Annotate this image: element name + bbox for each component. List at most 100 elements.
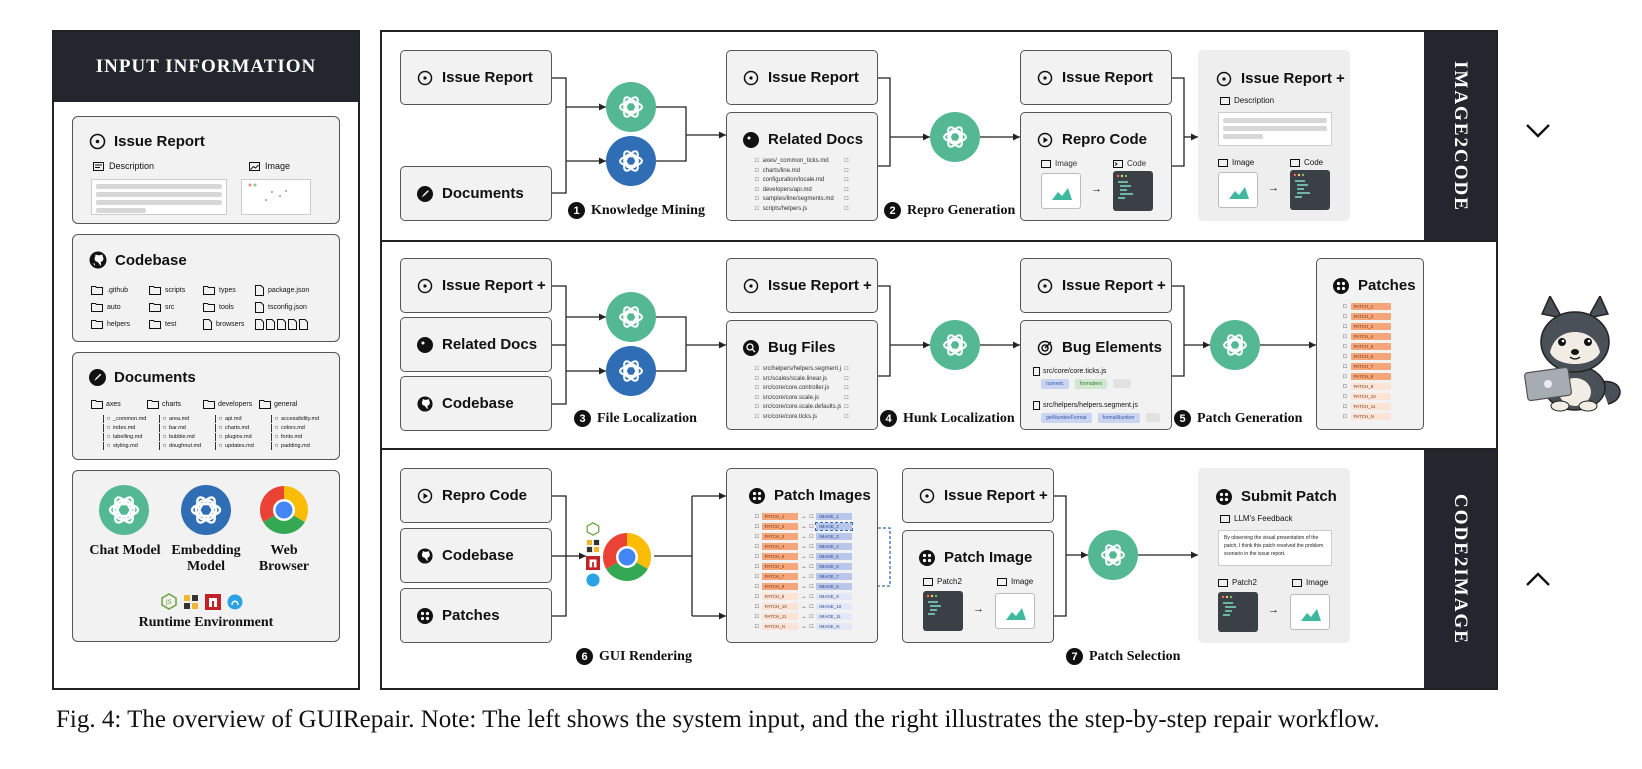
docs-file: □accessibility.md xyxy=(271,415,319,423)
connector-line xyxy=(878,285,891,377)
chat-model-node xyxy=(606,292,656,342)
output-description-thumb xyxy=(1218,112,1332,146)
image-icon xyxy=(997,577,1007,586)
arrow-icon: → xyxy=(973,603,984,615)
output-image-thumb xyxy=(1218,172,1258,208)
connector-arrowhead xyxy=(923,341,930,349)
npm-icon xyxy=(205,593,221,610)
separator-1 xyxy=(382,240,1496,242)
rocket-icon xyxy=(89,369,106,386)
bug-files-list: □src/helpers/helpers.segment.js□□src/sca… xyxy=(755,365,848,423)
patch-image-row: □PATCH_10→□IMAGE_10 xyxy=(755,603,853,610)
related-docs-box: Related Docs □axes/_common_ticks.md□□cha… xyxy=(726,112,878,221)
issue-icon xyxy=(1037,278,1053,293)
docs-file: □charts.md xyxy=(215,424,249,432)
docs-file: □updates.md xyxy=(215,442,254,450)
code2image-sidebar: CODE2IMAGE xyxy=(1424,450,1496,688)
patch-image-row: □PATCH_4→□IMAGE_4 xyxy=(755,543,853,550)
docs-file: □bubble.md xyxy=(159,433,195,441)
chevron-down-icon[interactable] xyxy=(1524,116,1552,147)
chevron-up-icon[interactable] xyxy=(1524,564,1552,595)
patch-row: □PATCH_6 xyxy=(1343,353,1391,360)
docs-file: □labelling.md xyxy=(103,433,142,441)
connector-arrowhead xyxy=(1203,341,1210,349)
input-codebase: Codebase xyxy=(400,528,552,583)
input-issue-report-plus: Issue Report + xyxy=(400,258,552,313)
submit-patch-box: Submit Patch LLM's Feedback By observing… xyxy=(1198,468,1350,643)
play-icon xyxy=(417,488,433,503)
description-thumbnail xyxy=(91,179,227,215)
connector-arrowhead xyxy=(599,367,606,375)
rocket-icon xyxy=(417,185,433,202)
input-information-header: INPUT INFORMATION xyxy=(54,32,358,102)
connector-arrowhead xyxy=(1191,551,1198,559)
input-issue-report: Issue Report xyxy=(400,50,552,105)
element-tag: getNumberFormat xyxy=(1041,413,1092,423)
husky-mascot-icon xyxy=(1520,294,1630,414)
docs-folder: general xyxy=(259,399,297,409)
issue-report-card: Issue Report Description Image xyxy=(72,116,340,224)
embedding-model-label: Embedding Model xyxy=(171,543,241,574)
chrome-browser-icon xyxy=(259,485,309,535)
runtime-environment-label: Runtime Environment xyxy=(138,615,274,630)
patch-images-list: □PATCH_1→□IMAGE_1□PATCH_2→□IMAGE_2□PATCH… xyxy=(755,513,875,637)
hunk-model-node xyxy=(930,320,980,370)
selection-model-node xyxy=(1088,530,1138,580)
docs-file: □padding.md xyxy=(271,442,310,450)
figure-caption: Fig. 4: The overview of GUIRepair. Note:… xyxy=(56,706,1380,733)
docs-file: □index.md xyxy=(103,424,135,432)
patch-row: □PATCH_N xyxy=(1343,413,1391,420)
patch-icon xyxy=(919,549,935,566)
tag-icon xyxy=(743,131,759,148)
patch-icon xyxy=(1333,277,1349,294)
docs-file: □doughnut.md xyxy=(159,442,201,450)
patch-row: □PATCH_8 xyxy=(1343,373,1391,380)
connector-arrowhead xyxy=(1081,551,1088,559)
patch-row: □PATCH_7 xyxy=(1343,363,1391,370)
file-row: □src/core/core.scale.js□ xyxy=(755,394,849,401)
embedding-model-icon xyxy=(181,485,231,535)
code-thumb xyxy=(1113,171,1153,211)
issue-report-title: Issue Report xyxy=(89,133,205,150)
patch-image-row: □PATCH_9→□IMAGE_9 xyxy=(755,593,853,600)
patch-images-box: Patch Images □PATCH_1→□IMAGE_1□PATCH_2→□… xyxy=(726,468,878,643)
input-information-panel: INPUT INFORMATION Issue Report Descripti… xyxy=(52,30,360,690)
codebase-item: auto xyxy=(91,302,121,312)
docs-file: □colors.md xyxy=(271,424,305,432)
docs-folder: axes xyxy=(91,399,121,409)
patches-list: □PATCH_1□PATCH_2□PATCH_3□PATCH_4□PATCH_5… xyxy=(1343,303,1403,427)
file-icon xyxy=(1033,401,1040,410)
issue-icon xyxy=(89,133,106,150)
terminal-icon xyxy=(1218,578,1228,587)
connector-arrowhead xyxy=(1191,133,1198,141)
patches-box: Patches □PATCH_1□PATCH_2□PATCH_3□PATCH_4… xyxy=(1316,258,1424,430)
file-icon xyxy=(1033,367,1040,376)
connector-line xyxy=(1172,285,1185,377)
target-icon xyxy=(1037,340,1053,355)
codebase-item: package.json xyxy=(255,285,309,296)
connector-arrowhead xyxy=(719,131,726,139)
arrow-icon: → xyxy=(1268,182,1279,194)
web-browser-label: Web Browser xyxy=(258,543,310,574)
docs-file: □styling.md xyxy=(103,442,138,450)
svg-text:JS: JS xyxy=(165,599,172,606)
patch-image-row: □PATCH_7→□IMAGE_7 xyxy=(755,573,853,580)
llm-feedback-text: By observing the visual presentation of … xyxy=(1218,530,1332,566)
codebase-item: helpers xyxy=(91,319,130,329)
bug-elements-box: Bug Elements src/core/core.ticks.js nume… xyxy=(1020,320,1172,430)
input-repro-code: Repro Code xyxy=(400,468,552,523)
patch-model-node xyxy=(1210,320,1260,370)
github-icon xyxy=(417,395,433,412)
file-row: □src/core/core.scale.defaults.js□ xyxy=(755,404,849,411)
docs-file: □_common.md xyxy=(103,415,146,423)
file-row: □src/helpers/helpers.segment.js□ xyxy=(755,366,849,372)
patch-image-row: □PATCH_1→□IMAGE_1 xyxy=(755,513,853,520)
terminal-icon xyxy=(1290,158,1300,167)
image2code-sidebar: IMAGE2CODE xyxy=(1424,32,1496,240)
embedding-model-node xyxy=(606,136,656,186)
